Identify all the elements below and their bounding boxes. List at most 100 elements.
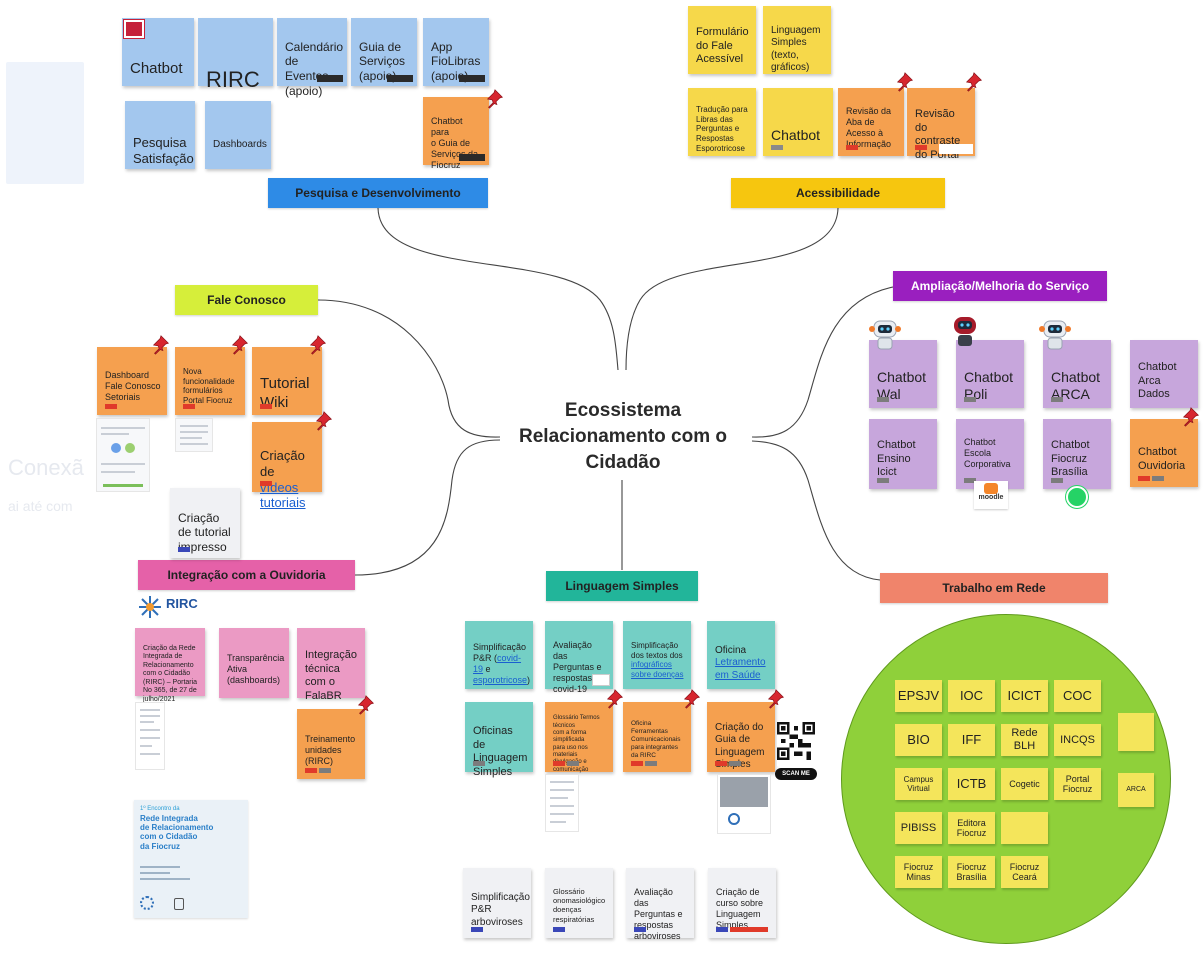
note-glossario-onomasiologico[interactable]: Glossário onomasiológico doenças respira… [545,868,613,938]
note-oficina-letramento[interactable]: Oficina Letramento em Saúde [707,621,775,689]
note-revisao-contraste[interactable]: Revisão do contraste do Portal [907,88,975,161]
note-chatbot-arca-dados[interactable]: Chatbot Arca Dados [1130,340,1198,408]
note-criacao-rirc[interactable]: Criação da Rede Integrada de Relacioname… [135,628,205,703]
note-text: Transparência Ativa (dashboards) [227,652,285,685]
note-text: Dashboard Fale Conosco Setoriais [105,369,161,402]
note-text: Criação de curso sobre Linguagem Simples [716,886,764,930]
note-glossario-termos[interactable]: Glossário Termos técnicos com a forma si… [545,702,613,773]
grey-tag [964,397,976,402]
note-treinamento[interactable]: Treinamento unidades (RIRC) [297,709,365,779]
qr-code-icon [777,722,815,766]
note-chatbot-acess[interactable]: Chatbot [763,88,833,156]
note-text: Pesquisa Satisfação [133,134,194,166]
note-pesquisa-satisfacao[interactable]: Pesquisa Satisfação [125,101,195,169]
org-rede-blh[interactable]: Rede BLH [1001,724,1048,756]
note-rirc[interactable]: RIRC [198,18,273,92]
note-simplificacao-pr[interactable]: Simplificação P&R (covid-19 e esporotric… [465,621,533,689]
org-ioc[interactable]: IOC [948,680,995,712]
connector-ouvidoria [354,439,501,576]
org-arca[interactable]: ARCA [1118,773,1154,807]
note-chatbot-brasilia[interactable]: Chatbot Fiocruz Brasília [1043,419,1111,489]
note-app-fiolibras[interactable]: App FioLibras (apoio) [423,18,489,86]
encontro-poster-title: Rede Integrada de Relacionamento com o C… [140,814,214,851]
connector-pesquisa [377,207,619,371]
note-curso-linguagem[interactable]: Criação de curso sobre Linguagem Simples [708,868,776,938]
branch-trabalho-header[interactable]: Trabalho em Rede [880,573,1108,603]
note-integracao-falabr[interactable]: Integração técnica com o FalaBR [297,628,365,702]
grey-tag [473,761,485,766]
branch-acessibilidade-header[interactable]: Acessibilidade [731,178,945,208]
thumbnail-icon [459,154,485,161]
branch-fale-conosco-header[interactable]: Fale Conosco [175,285,318,315]
org-unlabeled[interactable] [1001,812,1048,844]
note-text: Glossário onomasiológico doenças respira… [553,887,606,924]
thumbnail-icon [939,144,973,154]
branch-ampliacao-header[interactable]: Ampliação/Melhoria do Serviço [893,271,1107,301]
org-side-note[interactable] [1118,713,1154,751]
note-formulario-fale-acessivel[interactable]: Formulário do Fale Acessível [688,6,756,74]
note-revisao-aba[interactable]: Revisão da Aba de Acesso à Informação [838,88,904,156]
grey-tag [771,145,783,150]
grey-tag [1051,397,1063,402]
note-guia-servicos[interactable]: Guia de Serviços (apoio) [351,18,417,86]
note-text: Revisão do contraste do Portal [915,108,961,161]
org-coc[interactable]: COC [1054,680,1101,712]
org-icict[interactable]: ICICT [1001,680,1048,712]
note-simplificacao-arboviroses[interactable]: Simplificação P&R arboviroses [463,868,531,938]
org-pibiss[interactable]: PIBISS [895,812,942,844]
note-tutorial-wiki[interactable]: Tutorial Wiki [252,347,322,415]
connector-fale [317,299,501,438]
note-simplificacao-infograficos[interactable]: Simplificação dos textos dos infográfico… [623,621,691,689]
branch-linguagem-header[interactable]: Linguagem Simples [546,571,698,601]
org-editora-fiocruz[interactable]: Editora Fiocruz [948,812,995,844]
org-ictb[interactable]: ICTB [948,768,995,800]
note-tutorial-impresso[interactable]: Criação de tutorial impresso [170,488,240,558]
letramento-link[interactable]: Letramento em Saúde [715,657,766,681]
pushpin-icon [897,72,913,92]
red-tag [631,761,643,766]
note-oficinas-linguagem[interactable]: Oficinas de Linguagem Simples [465,702,533,778]
note-chatbot-wal[interactable]: Chatbot Wal [869,340,937,408]
note-traducao-libras[interactable]: Tradução para Libras das Perguntas e Res… [688,88,756,156]
note-chatbot-escola[interactable]: Chatbot Escola Corporativa [956,419,1024,489]
org-cogetic[interactable]: Cogetic [1001,768,1048,800]
grey-tag [1051,478,1063,483]
note-criacao-videos[interactable]: Criação de vídeos tutoriais [252,422,322,510]
infograficos-link[interactable]: infográficos sobre doenças [631,660,684,679]
note-chatbot-guia[interactable]: Chatbot para o Guia de Serviços da Fiocr… [423,97,489,170]
org-incqs[interactable]: INCQS [1054,724,1101,756]
org-epsjv[interactable]: EPSJV [895,680,942,712]
covid-link[interactable]: covid-19 [473,652,522,674]
note-chatbot-ouvidoria[interactable]: Chatbot Ouvidoria [1130,419,1198,487]
note-nova-funcionalidade[interactable]: Nova funcionalidade formulários Portal F… [175,347,245,415]
note-avaliacao-arboviroses[interactable]: Avaliação das Perguntas e respostas arbo… [626,868,694,941]
rirc-logo-text: RIRC [166,596,198,611]
note-chatbot-arca[interactable]: Chatbot ARCA [1043,340,1111,408]
org-fiocruz-minas[interactable]: Fiocruz Minas [895,856,942,888]
org-iff[interactable]: IFF [948,724,995,756]
org-portal-fiocruz[interactable]: Portal Fiocruz [1054,768,1101,800]
note-text-part: Simplificação P&R ( [473,641,527,663]
note-chatbot-poli[interactable]: Chatbot Poli [956,340,1024,408]
esporotricose-link[interactable]: esporotricose [473,674,528,685]
grey-tag [964,478,976,483]
note-guia-linguagem[interactable]: Criação do Guia de Linguagem Simples [707,702,775,772]
red-tag [715,761,727,766]
note-dashboards[interactable]: Dashboards [205,101,271,169]
red-tag [183,404,195,409]
pushpin-icon [966,72,982,92]
org-campus-virtual[interactable]: Campus Virtual [895,768,942,800]
note-oficina-ferramentas[interactable]: Oficina Ferramentas Comunicacionais para… [623,702,691,772]
branch-pesquisa-header[interactable]: Pesquisa e Desenvolvimento [268,178,488,208]
org-bio[interactable]: BIO [895,724,942,756]
note-avaliacao-covid[interactable]: Avaliação das Perguntas e respostas covi… [545,621,613,694]
org-fiocruz-ceara[interactable]: Fiocruz Ceará [1001,856,1048,888]
note-calendario[interactable]: Calendário de Eventos (apoio) [277,18,347,98]
branch-ouvidoria-header[interactable]: Integração com a Ouvidoria [138,560,355,590]
note-linguagem-simples[interactable]: Linguagem Simples (texto, gráficos) [763,6,831,74]
org-fiocruz-brasilia[interactable]: Fiocruz Brasília [948,856,995,888]
note-dashboard-fale[interactable]: Dashboard Fale Conosco Setoriais [97,347,167,415]
note-text: Avaliação das Perguntas e respostas arbo… [634,886,683,941]
note-chatbot-ensino[interactable]: Chatbot Ensino Icict [869,419,937,489]
note-transparencia[interactable]: Transparência Ativa (dashboards) [219,628,289,698]
